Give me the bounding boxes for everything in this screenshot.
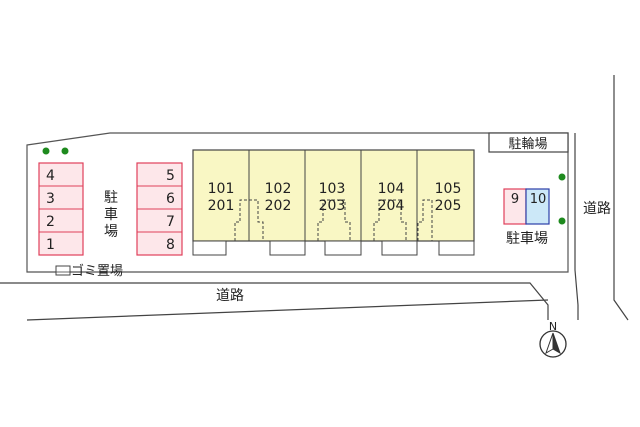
tree-icon: [558, 173, 566, 181]
parking-space-number: 8: [166, 237, 175, 253]
parking-right: 9 10: [503, 188, 550, 225]
unit-number-upper: 102: [265, 181, 292, 197]
parking-space-number: 6: [166, 191, 175, 207]
unit-number-upper: 103: [319, 181, 346, 197]
unit-number-lower: 205: [435, 198, 462, 214]
compass-label: N: [549, 320, 557, 333]
unit-number-lower: 201: [208, 198, 235, 214]
tree-icon: [558, 217, 566, 225]
unit-number-lower: 203: [319, 198, 346, 214]
parking-space-number: 4: [46, 168, 55, 184]
unit-number-lower: 202: [265, 198, 292, 214]
tree-icon: [42, 147, 50, 155]
road-edge-south: [26, 299, 549, 321]
parking-space-number: 7: [166, 214, 175, 230]
parking-space-number: 10: [530, 192, 547, 207]
unit-number-upper: 104: [378, 181, 405, 197]
unit-number-upper: 105: [435, 181, 462, 197]
road-edge-east-outer: [613, 75, 629, 321]
road-label-south: 道路: [216, 288, 244, 304]
road-label-east: 道路: [583, 201, 611, 217]
parking-label-right: 駐車場: [506, 230, 548, 247]
parking-space-number: 2: [46, 214, 55, 230]
north-arrow-icon: N: [539, 320, 567, 358]
parking-label-left: 駐車場: [103, 190, 119, 241]
parking-label-left-text: 駐車場: [104, 190, 118, 240]
parking-column-middle: 5 6 7 8: [136, 162, 183, 256]
parking-space-number: 3: [46, 191, 55, 207]
unit-number-upper: 101: [208, 181, 235, 197]
parking-space-number: 9: [511, 192, 519, 207]
garbage-label: ゴミ置場: [71, 263, 123, 279]
road-edge-east-inner: [574, 133, 579, 320]
tree-icon: [61, 147, 69, 155]
apartment-building: 101 201 102 202 103 203 104 204 105 205: [192, 149, 475, 256]
parking-space-number: 1: [46, 237, 55, 253]
bike-parking-area: [488, 132, 569, 153]
garbage-box-icon: [55, 265, 71, 276]
unit-number-lower: 204: [378, 198, 405, 214]
road-edge-north: [0, 282, 549, 320]
parking-column-left: 4 3 2 1: [38, 162, 84, 256]
bike-parking-label: 駐輪場: [508, 136, 547, 152]
parking-space-number: 5: [166, 168, 175, 184]
